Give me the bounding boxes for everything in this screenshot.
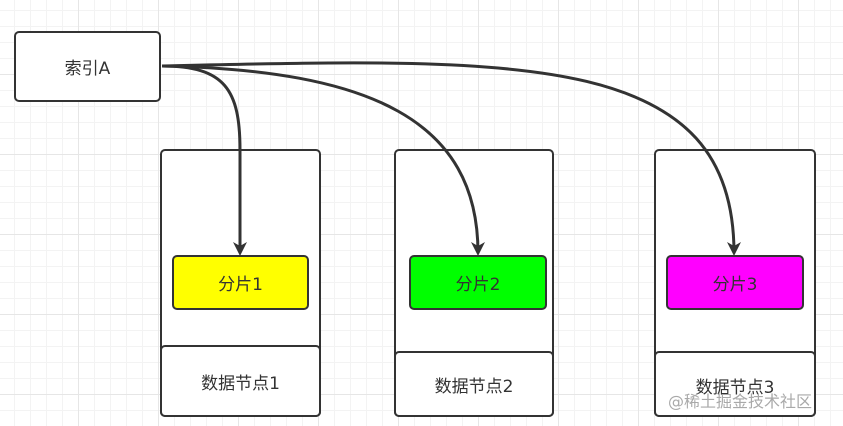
arrow-to-shard-1 [161, 64, 247, 256]
index-box-label: 索引A [64, 59, 111, 79]
data-node-3-label-box: 数据节点3 [654, 351, 816, 417]
shard-2-label: 分片2 [455, 275, 501, 295]
shard-1-label: 分片1 [218, 275, 263, 295]
index-box: 索引A [14, 31, 161, 102]
shard-1: 分片1 [172, 255, 309, 310]
shard-3-label: 分片3 [712, 275, 758, 295]
data-node-2-label-box: 数据节点2 [394, 351, 554, 417]
data-node-1-label: 数据节点1 [201, 373, 280, 394]
data-node-2-label: 数据节点2 [434, 376, 514, 397]
arrow-to-shard-2 [161, 64, 485, 256]
shard-3: 分片3 [666, 255, 804, 310]
shard-2: 分片2 [409, 255, 547, 310]
data-node-1-label-box: 数据节点1 [160, 345, 321, 417]
arrow-to-shard-3 [161, 61, 741, 256]
watermark: @稀土掘金技术社区 [668, 392, 813, 411]
data-node-3-label: 数据节点3 [695, 377, 775, 398]
